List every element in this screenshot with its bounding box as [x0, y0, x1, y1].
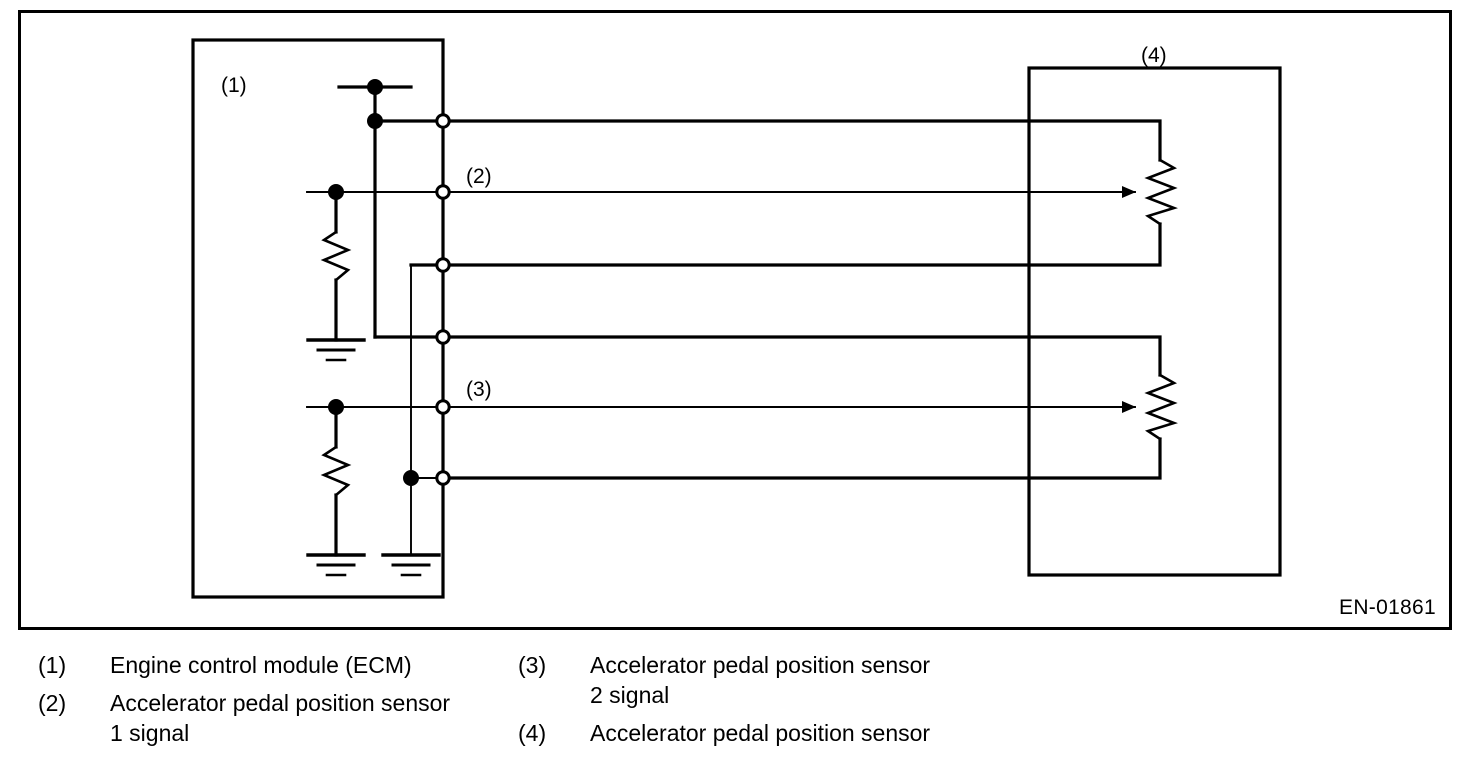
legend-item-3-text: Accelerator pedal position sensor 2 sign…	[590, 652, 931, 708]
legend-item-2-number: (2)	[38, 690, 67, 716]
legend-column-right: (3) Accelerator pedal position sensor 2 …	[518, 650, 1038, 756]
callout-4-aps: (4)	[1141, 44, 1167, 67]
legend: (1) Engine control module (ECM) (2) Acce…	[0, 650, 1472, 780]
legend-item-1-number: (1)	[38, 652, 67, 678]
legend-item-4: (4) Accelerator pedal position sensor	[518, 718, 1038, 748]
legend-item-2-text: Accelerator pedal position sensor 1 sign…	[110, 690, 451, 746]
legend-item-2: (2) Accelerator pedal position sensor 1 …	[38, 688, 508, 748]
callout-2-aps1-signal: (2)	[466, 165, 492, 188]
diagram-id-label: EN-01861	[1339, 596, 1436, 619]
legend-item-1-text: Engine control module (ECM)	[110, 652, 412, 678]
legend-item-3: (3) Accelerator pedal position sensor 2 …	[518, 650, 1038, 710]
legend-item-4-text: Accelerator pedal position sensor	[590, 720, 931, 746]
figure-frame	[18, 10, 1452, 630]
callout-1-ecm: (1)	[221, 74, 247, 97]
legend-item-3-number: (3)	[518, 652, 547, 678]
legend-column-left: (1) Engine control module (ECM) (2) Acce…	[38, 650, 508, 756]
legend-item-4-number: (4)	[518, 720, 547, 746]
legend-item-1: (1) Engine control module (ECM)	[38, 650, 508, 680]
callout-3-aps2-signal: (3)	[466, 378, 492, 401]
